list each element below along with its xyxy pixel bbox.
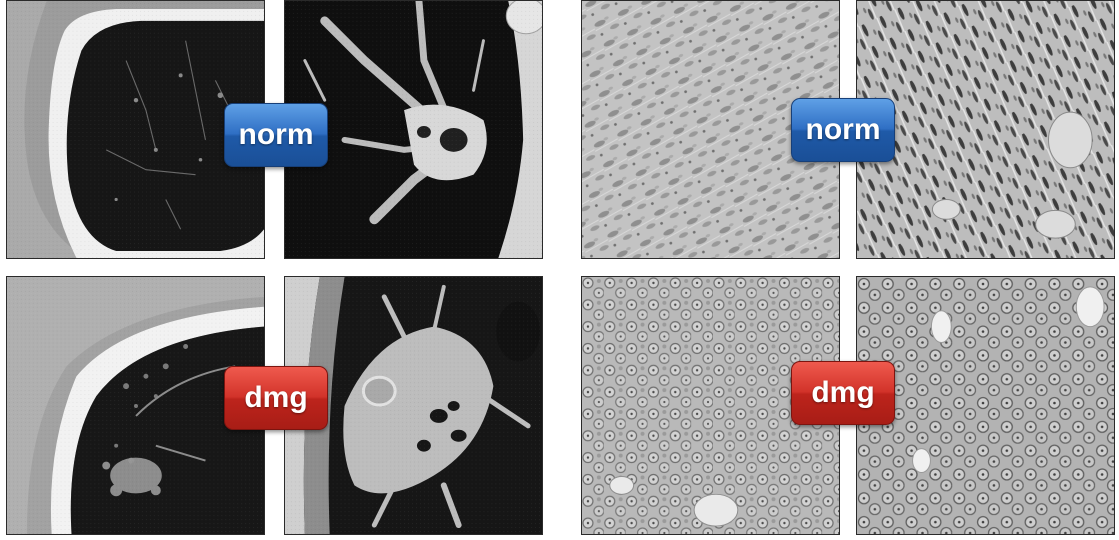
histo-normal-b-image	[856, 0, 1115, 259]
histo-damaged-label-badge: dmg	[791, 361, 895, 425]
ct-normal-label-badge: norm	[224, 103, 328, 167]
ct-damaged-label-badge: dmg	[224, 366, 328, 430]
ct-normal-periphery-image	[6, 0, 265, 259]
histo-damaged-label-text: dmg	[811, 376, 875, 409]
histo-normal-label-badge: norm	[791, 98, 895, 162]
histo-damaged-b-image	[856, 276, 1115, 535]
ct-normal-label-text: norm	[238, 118, 314, 151]
ct-damaged-label-text: dmg	[244, 381, 308, 414]
ct-damaged-periphery-image	[6, 276, 265, 535]
histo-normal-label-text: norm	[805, 113, 881, 146]
